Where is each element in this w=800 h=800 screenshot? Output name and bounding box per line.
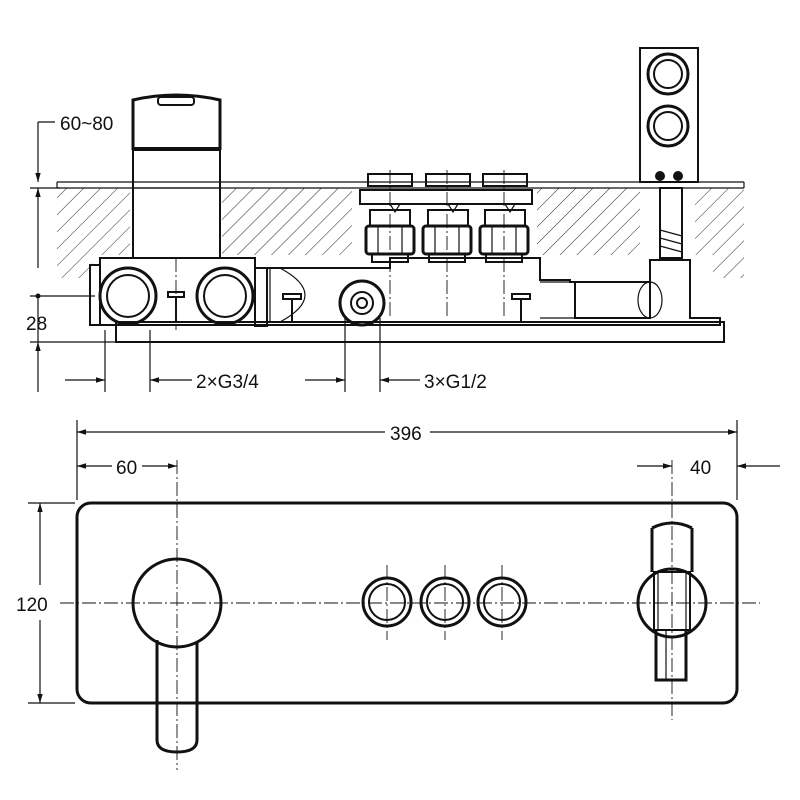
push-button-valves <box>359 170 533 318</box>
outlet-height-label: 28 <box>26 314 47 335</box>
side-view: 60~80 28 2×G3/4 3×G1/2 <box>26 47 745 393</box>
front-view: 396 60 40 120 <box>16 420 780 770</box>
mixer-lever <box>131 557 223 754</box>
right-offset-label: 40 <box>690 458 711 479</box>
mounting-screws <box>167 291 531 322</box>
wall-depth-label: 60~80 <box>60 114 113 135</box>
inlet-port-left <box>89 264 158 326</box>
hand-shower-holder <box>540 47 699 319</box>
outlet-thread-label: 3×G1/2 <box>424 372 487 393</box>
left-offset-label: 60 <box>116 458 137 479</box>
side-dimensions <box>30 121 420 392</box>
mixer-cartridge <box>131 93 222 330</box>
front-dimensions <box>28 420 780 704</box>
outlet-port <box>338 279 386 327</box>
shower-holder-front <box>636 521 708 682</box>
plate-height-label: 120 <box>16 595 48 616</box>
inlet-thread-label: 2×G3/4 <box>196 372 259 393</box>
mounting-plate <box>115 321 725 343</box>
function-buttons <box>361 565 528 640</box>
inlet-port-right <box>195 266 268 327</box>
total-width-label: 396 <box>390 424 422 445</box>
valve-body <box>99 257 721 326</box>
